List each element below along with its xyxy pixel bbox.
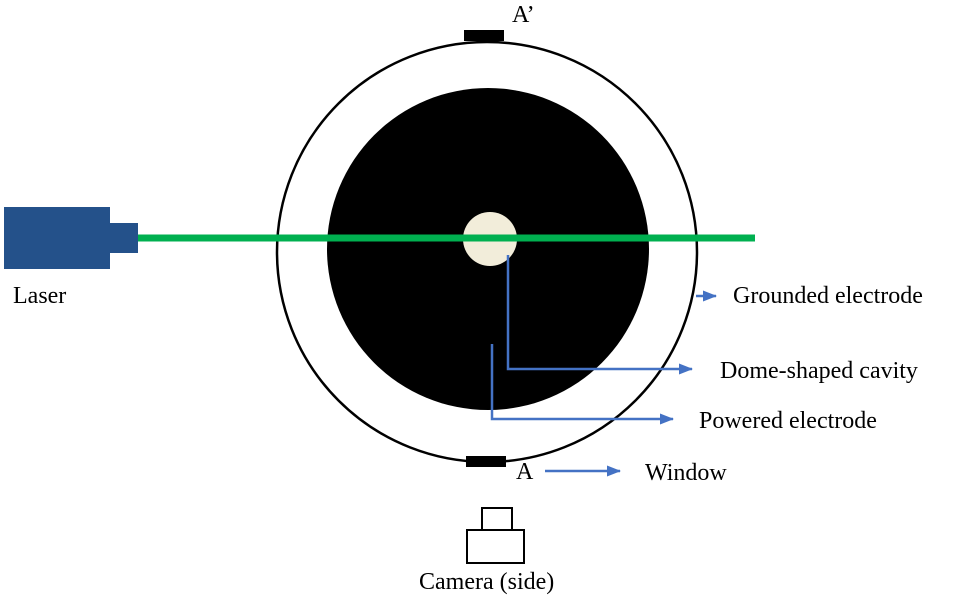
powered-electrode-label: Powered electrode (699, 408, 877, 434)
dome-cavity-label: Dome-shaped cavity (720, 358, 918, 384)
laser-label: Laser (13, 283, 66, 309)
window-label: Window (645, 460, 727, 486)
a-label: A (516, 459, 534, 485)
camera-lens (481, 507, 513, 531)
camera-label: Camera (side) (419, 569, 554, 595)
top-window-marker (464, 30, 504, 41)
dome-cavity-leader (506, 255, 693, 375)
powered-electrode-leader (490, 344, 674, 425)
a-prime-label: A’ (512, 2, 535, 28)
camera-body (466, 529, 525, 564)
laser-body (4, 207, 110, 269)
grounded-electrode-label: Grounded electrode (733, 283, 923, 309)
laser-nozzle (110, 223, 138, 253)
bottom-window-marker (466, 456, 506, 467)
